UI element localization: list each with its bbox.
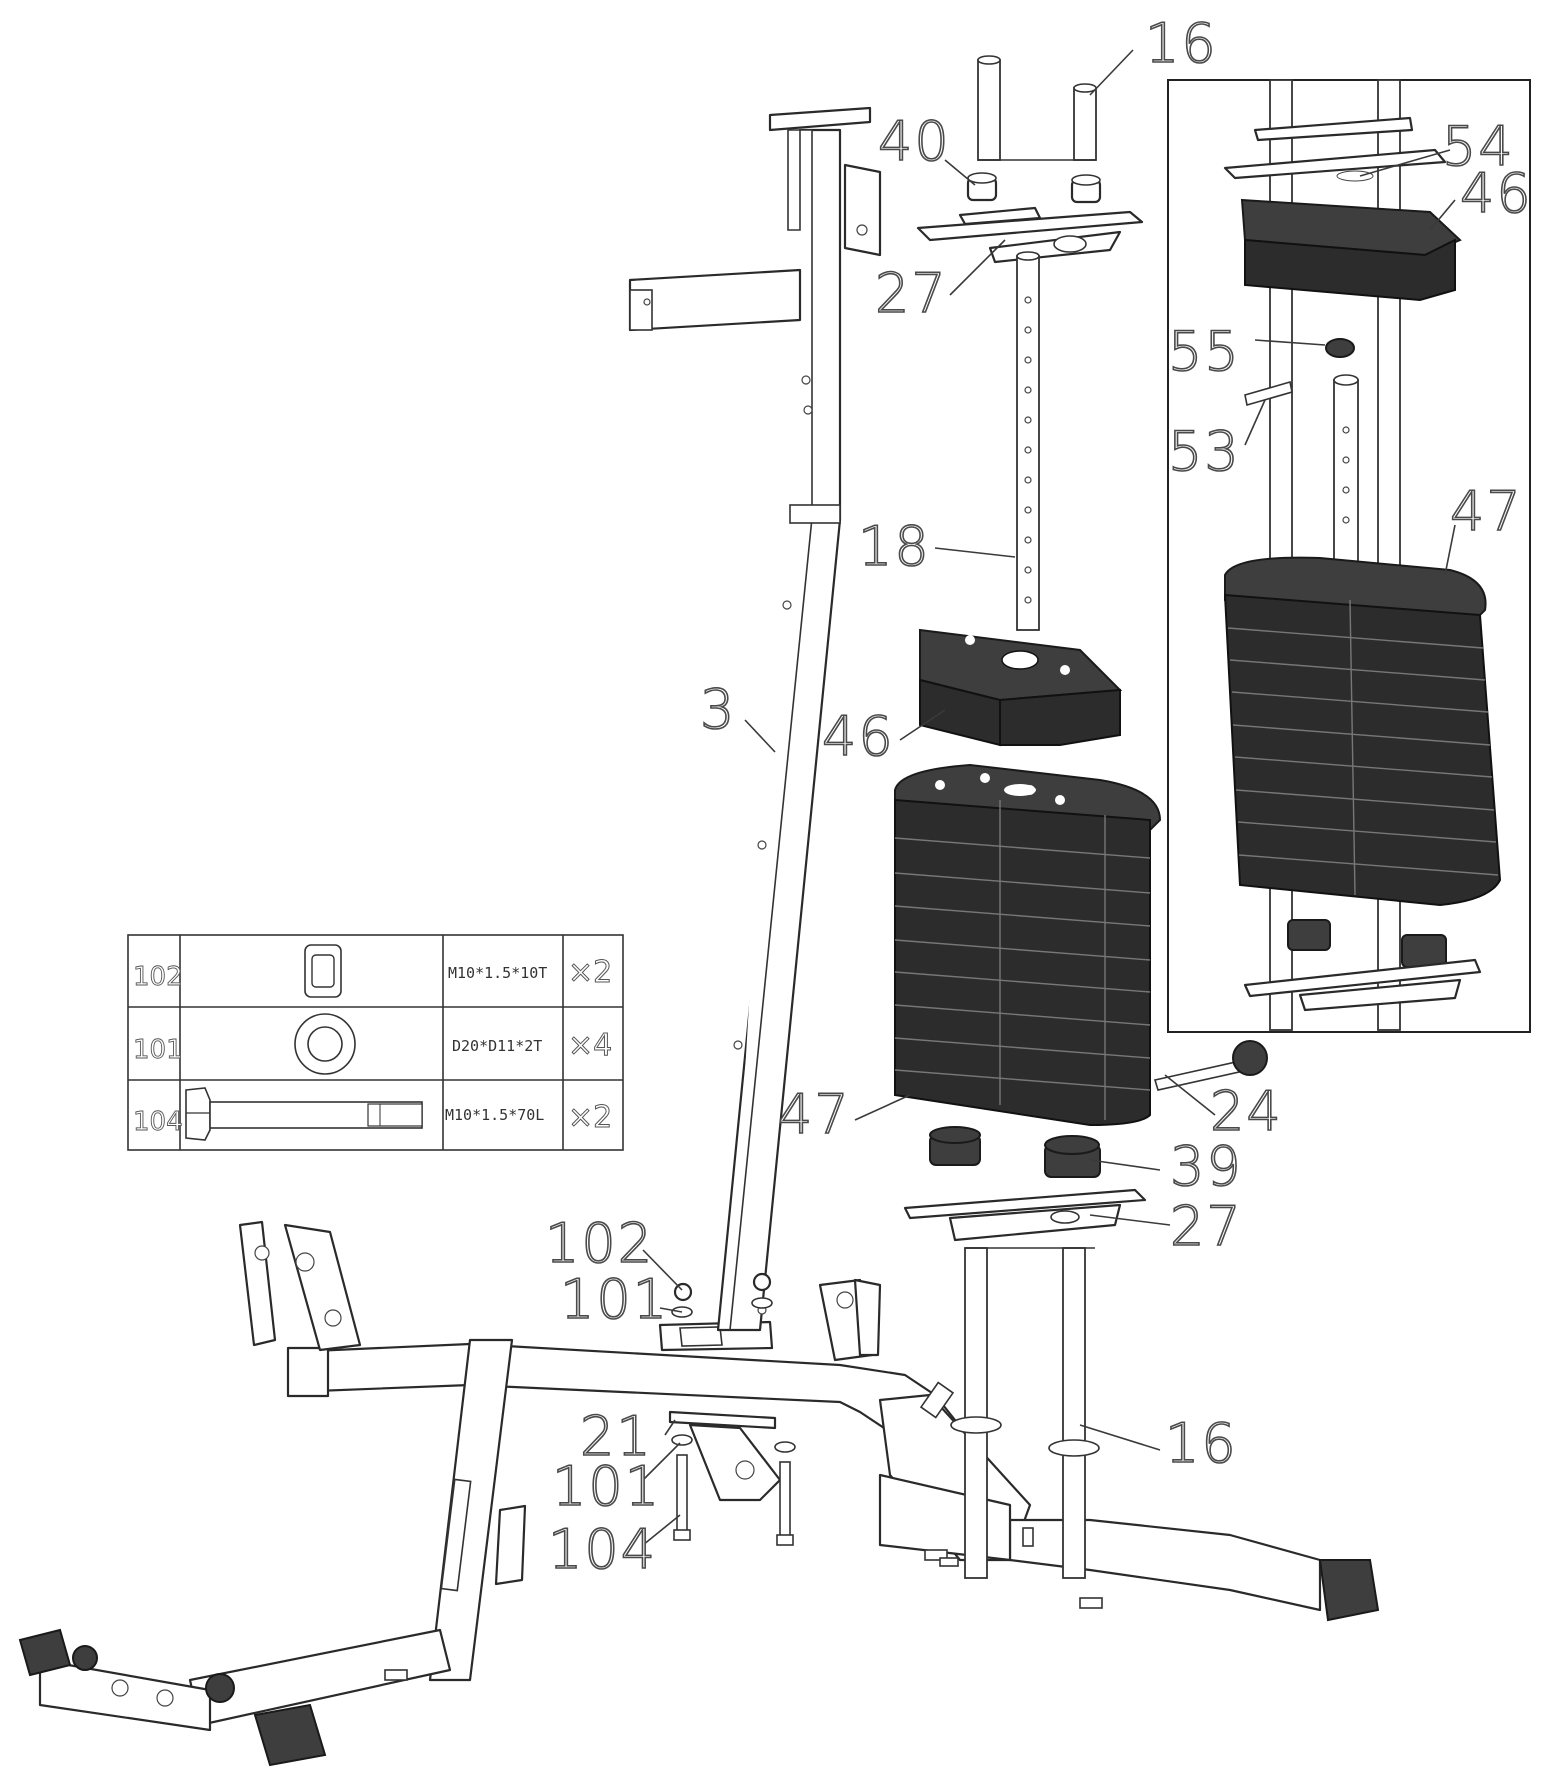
row-index: 101 <box>133 1035 183 1065</box>
row-spec: M10*1.5*70L <box>445 1106 544 1124</box>
row-index: 104 <box>133 1107 183 1137</box>
hardware-table: 102 M10*1.5*10T ×2 101 D20*D11*2T ×4 104 <box>127 934 624 1151</box>
weight-stack-47 <box>894 763 1162 1127</box>
callout-46-main: 46 <box>822 705 895 768</box>
guide-rods-top <box>977 55 1097 161</box>
collars-40 <box>966 172 1102 204</box>
row-qty: ×2 <box>568 955 612 990</box>
upright-post <box>628 106 882 1332</box>
callout-labels: 16 40 27 18 3 46 47 24 39 27 102 101 21 … <box>544 11 1533 1582</box>
row-spec: M10*1.5*10T <box>448 964 547 982</box>
table-row: 101 D20*D11*2T ×4 <box>133 1013 613 1075</box>
table-row: 102 M10*1.5*10T ×2 <box>133 944 613 998</box>
row-spec: D20*D11*2T <box>452 1037 542 1055</box>
callout-39: 39 <box>1170 1135 1243 1198</box>
leader-lines <box>642 49 1456 1546</box>
selector-pin-24 <box>1153 1040 1268 1091</box>
washer-icon <box>294 1013 356 1075</box>
base-frame <box>18 1220 1380 1767</box>
row-index: 102 <box>133 962 183 992</box>
callout-54: 54 <box>1442 115 1515 178</box>
inset-detail-box <box>1167 79 1531 1033</box>
callout-47-main: 47 <box>778 1083 851 1146</box>
callout-101-top: 101 <box>560 1268 669 1331</box>
callout-18: 18 <box>858 515 931 578</box>
callout-102: 102 <box>545 1212 654 1275</box>
callout-46-inset: 46 <box>1460 162 1533 225</box>
callout-101-bottom: 101 <box>552 1455 661 1518</box>
callout-40: 40 <box>878 110 951 173</box>
top-weight-46 <box>919 628 1123 747</box>
table-row: 104 M10*1.5*70L ×2 <box>133 1087 613 1141</box>
nut-icon <box>304 944 342 998</box>
guide-rods-bottom <box>950 1247 1100 1579</box>
callout-47-inset: 47 <box>1450 480 1523 543</box>
callout-55: 55 <box>1168 320 1241 383</box>
callout-27-bottom: 27 <box>1170 1195 1243 1258</box>
callout-27-top: 27 <box>875 262 948 325</box>
selector-plate-bottom-27 <box>903 1188 1147 1242</box>
callout-16-top: 16 <box>1145 12 1218 75</box>
rubber-bumpers-39 <box>929 1126 1101 1178</box>
callout-104: 104 <box>548 1518 657 1581</box>
callout-21: 21 <box>580 1405 653 1468</box>
callout-16-bottom: 16 <box>1165 1412 1238 1475</box>
selector-stem-18 <box>1016 251 1040 631</box>
bolt-icon <box>185 1087 423 1141</box>
callout-24: 24 <box>1210 1080 1283 1143</box>
fasteners-bottom <box>671 1434 796 1546</box>
row-qty: ×4 <box>568 1028 612 1063</box>
callout-53: 53 <box>1168 420 1241 483</box>
callout-3: 3 <box>700 678 736 741</box>
row-qty: ×2 <box>568 1100 612 1135</box>
